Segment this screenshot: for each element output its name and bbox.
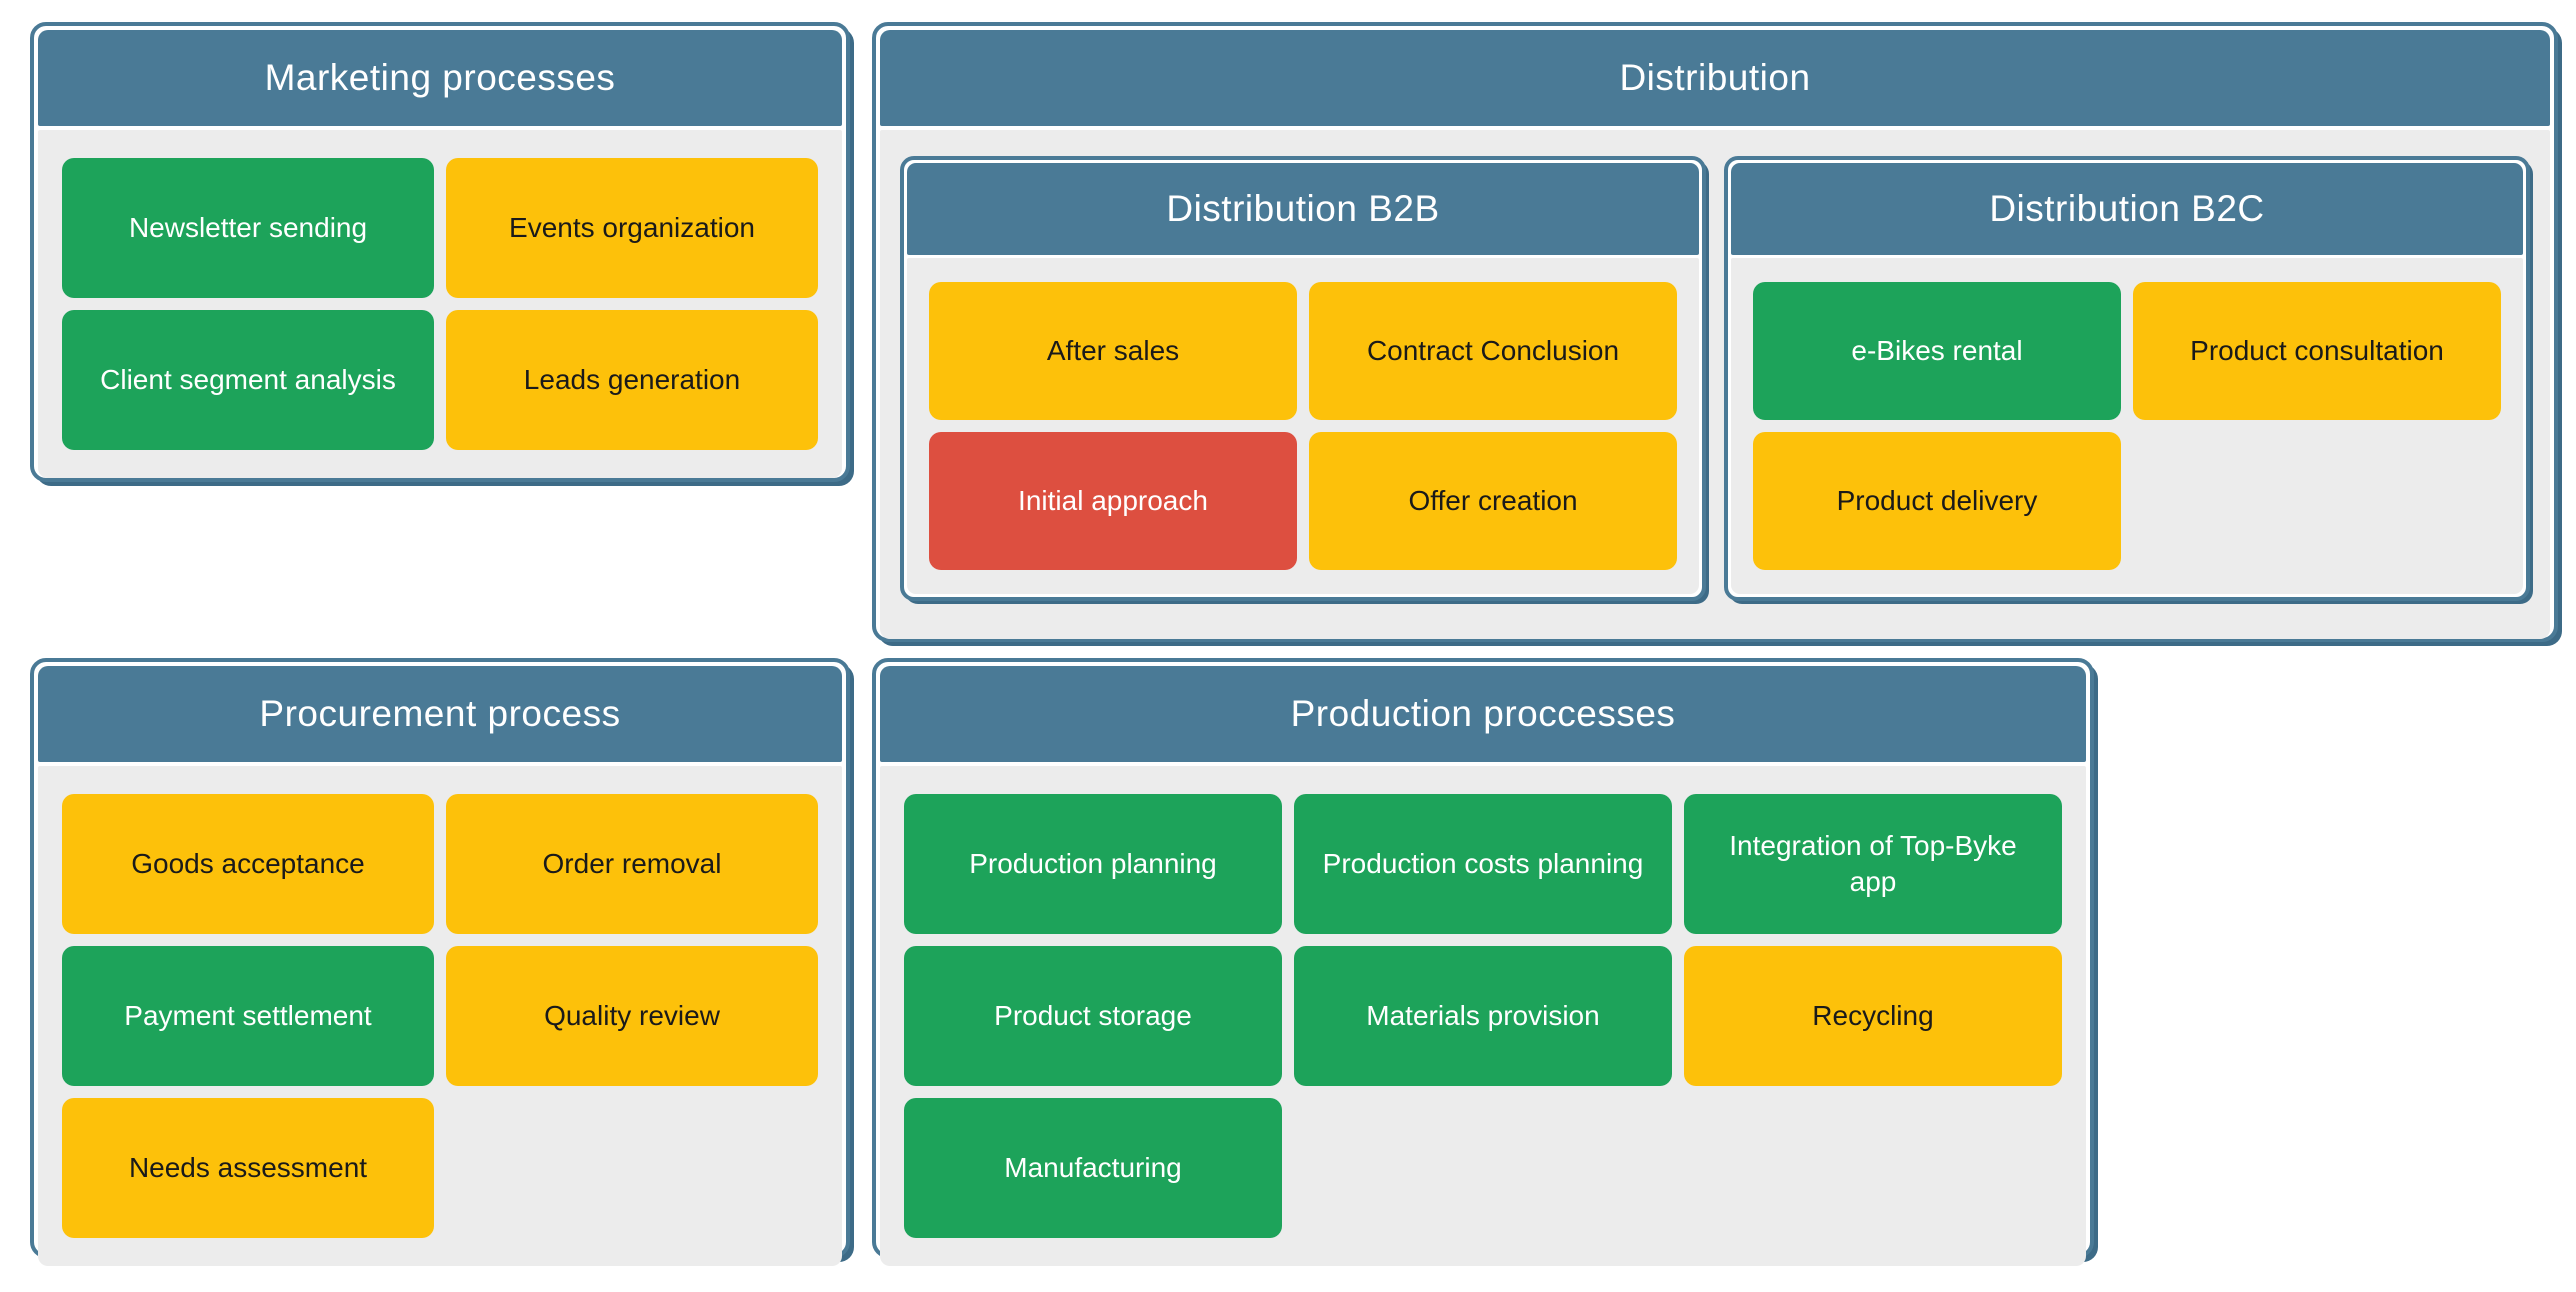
panel-marketing-body: Newsletter sending Events organization C… bbox=[38, 130, 842, 478]
tile-label: Materials provision bbox=[1366, 999, 1600, 1031]
tile-quality-review: Quality review bbox=[446, 946, 818, 1086]
panel-marketing-header: Marketing processes bbox=[38, 30, 842, 126]
panel-production-title: Production proccesses bbox=[1290, 693, 1676, 734]
panel-distribution-title: Distribution bbox=[1619, 57, 1811, 98]
tile-label: Recycling bbox=[1812, 999, 1934, 1031]
panel-production-header: Production proccesses bbox=[880, 666, 2086, 762]
tile-label: Product delivery bbox=[1836, 484, 2038, 516]
tile-contract-conclusion: Contract Conclusion bbox=[1309, 282, 1677, 420]
tile-manufacturing: Manufacturing bbox=[904, 1098, 1282, 1238]
tile-integration-of-top-byke-app: Integration of Top-Byke app bbox=[1684, 794, 2062, 934]
tile-product-storage: Product storage bbox=[904, 946, 1282, 1086]
tile-label: Order removal bbox=[542, 847, 722, 879]
panel-procurement-title: Procurement process bbox=[259, 693, 621, 734]
tile-production-planning: Production planning bbox=[904, 794, 1282, 934]
panel-production-processes: Production proccesses Production plannin… bbox=[872, 658, 2094, 1266]
subpanel-b2c-title: Distribution B2C bbox=[1989, 188, 2265, 229]
panel-procurement-process: Procurement process Goods acceptance Ord… bbox=[30, 658, 850, 1266]
tile-e-bikes-rental: e-Bikes rental bbox=[1753, 282, 2121, 420]
tile-label: Manufacturing bbox=[1004, 1151, 1182, 1183]
tile-label: Leads generation bbox=[523, 363, 741, 395]
tile-label: Quality review bbox=[544, 999, 720, 1031]
tile-leads-generation: Leads generation bbox=[446, 310, 818, 450]
tile-label: Offer creation bbox=[1408, 484, 1578, 516]
subpanel-distribution-b2c: Distribution B2C e-Bikes rental Product … bbox=[1724, 156, 2530, 601]
panel-distribution: Distribution Distribution B2B After sale… bbox=[872, 22, 2558, 642]
subpanel-distribution-b2b: Distribution B2B After sales Contract Co… bbox=[900, 156, 1706, 601]
tile-initial-approach: Initial approach bbox=[929, 432, 1297, 570]
panel-marketing-processes: Marketing processes Newsletter sending E… bbox=[30, 22, 850, 482]
subpanel-b2b-title: Distribution B2B bbox=[1166, 188, 1440, 229]
panel-marketing-title: Marketing processes bbox=[264, 57, 616, 98]
subpanel-b2b-header: Distribution B2B bbox=[907, 163, 1699, 255]
tile-label: Production planning bbox=[969, 847, 1217, 879]
panel-production-body: Production planning Production costs pla… bbox=[880, 766, 2086, 1266]
tile-payment-settlement: Payment settlement bbox=[62, 946, 434, 1086]
panel-distribution-header: Distribution bbox=[880, 30, 2550, 126]
tile-label: Initial approach bbox=[1018, 484, 1208, 516]
tile-recycling: Recycling bbox=[1684, 946, 2062, 1086]
tile-product-delivery: Product delivery bbox=[1753, 432, 2121, 570]
subpanel-b2b-body: After sales Contract Conclusion Initial … bbox=[907, 258, 1699, 594]
tile-label: After sales bbox=[1046, 334, 1180, 366]
tile-label: Payment settlement bbox=[124, 999, 372, 1031]
tile-product-consultation: Product consultation bbox=[2133, 282, 2501, 420]
tile-label: Production costs planning bbox=[1322, 847, 1644, 879]
tile-materials-provision: Materials provision bbox=[1294, 946, 1672, 1086]
subpanel-b2c-body: e-Bikes rental Product consultation Prod… bbox=[1731, 258, 2523, 594]
tile-newsletter-sending: Newsletter sending bbox=[62, 158, 434, 298]
tile-label: Needs assessment bbox=[128, 1151, 368, 1183]
tile-label: Newsletter sending bbox=[128, 211, 368, 243]
tile-after-sales: After sales bbox=[929, 282, 1297, 420]
tile-label: Events organization bbox=[509, 211, 755, 243]
tile-label: Integration of Top-Byke app bbox=[1729, 829, 2017, 897]
tile-client-segment-analysis: Client segment analysis bbox=[62, 310, 434, 450]
tile-label: Client segment analysis bbox=[100, 363, 396, 395]
panel-procurement-body: Goods acceptance Order removal Payment s… bbox=[38, 766, 842, 1266]
tile-label: Product storage bbox=[994, 999, 1192, 1031]
tile-offer-creation: Offer creation bbox=[1309, 432, 1677, 570]
tile-order-removal: Order removal bbox=[446, 794, 818, 934]
tile-events-organization: Events organization bbox=[446, 158, 818, 298]
tile-label: e-Bikes rental bbox=[1851, 334, 2023, 366]
panel-procurement-header: Procurement process bbox=[38, 666, 842, 762]
tile-goods-acceptance: Goods acceptance bbox=[62, 794, 434, 934]
subpanel-b2c-header: Distribution B2C bbox=[1731, 163, 2523, 255]
panel-distribution-body: Distribution B2B After sales Contract Co… bbox=[880, 130, 2550, 639]
tile-needs-assessment: Needs assessment bbox=[62, 1098, 434, 1238]
tile-production-costs-planning: Production costs planning bbox=[1294, 794, 1672, 934]
tile-label: Goods acceptance bbox=[131, 847, 365, 879]
tile-label: Product consultation bbox=[2190, 334, 2444, 366]
tile-label: Contract Conclusion bbox=[1366, 334, 1620, 366]
